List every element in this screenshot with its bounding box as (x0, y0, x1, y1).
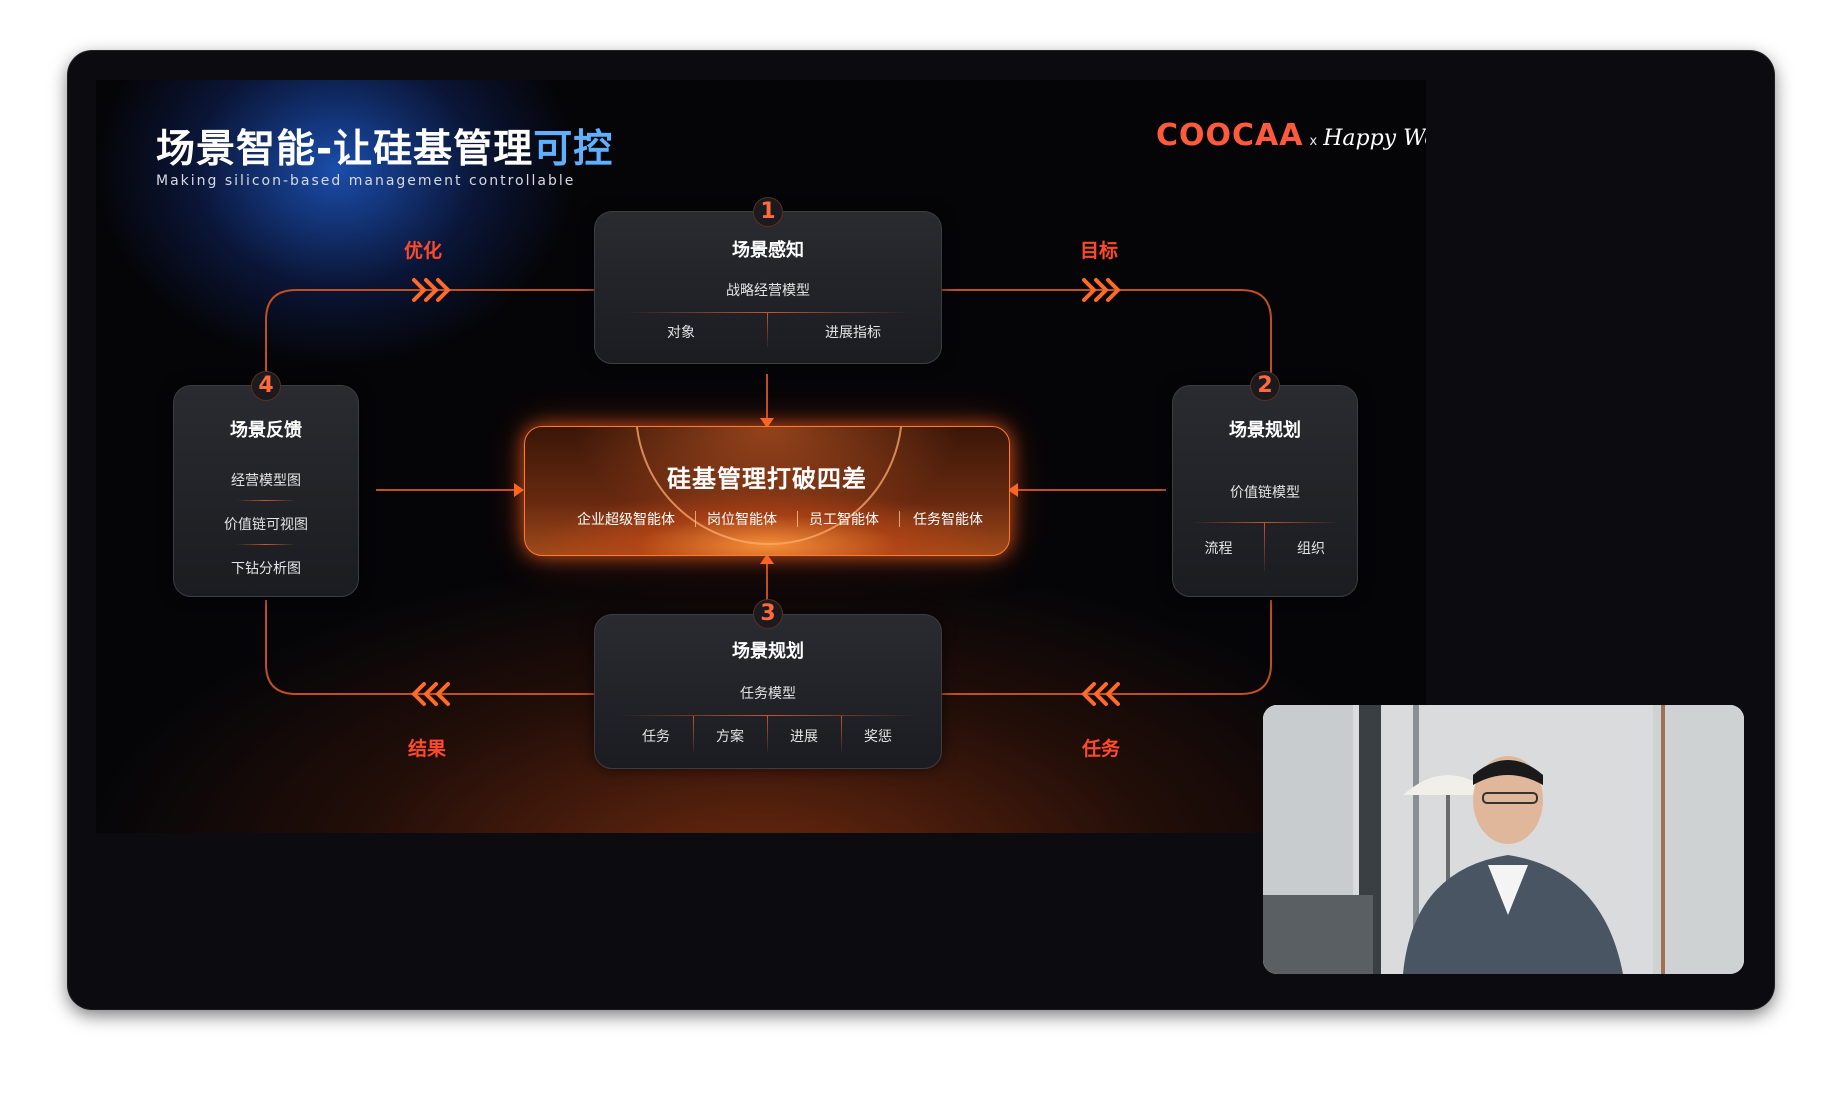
connector-bottom-left (265, 600, 594, 695)
connector-bottom-right (941, 600, 1272, 695)
logo-brand: COOCAA (1156, 118, 1304, 153)
step-number-2: 2 (1250, 371, 1280, 401)
center-title: 硅基管理打破四差 (667, 465, 867, 493)
step-number-1: 1 (753, 197, 783, 227)
card-cell: 奖惩 (864, 729, 892, 745)
presentation-window: 场景智能-让硅基管理可控 Making silicon-based manage… (68, 51, 1774, 1009)
card-cell: 流程 (1204, 541, 1233, 557)
card-item: 下钻分析图 (231, 561, 301, 577)
card-scene-planning-bottom: 场景规划 任务模型 任务 方案 进展 奖惩 (594, 614, 942, 769)
card-title: 场景规划 (1229, 420, 1301, 441)
step-number-3: 3 (753, 599, 783, 629)
tag-target: 目标 (1080, 240, 1119, 262)
card-cell: 组织 (1297, 541, 1325, 557)
card-cell: 任务 (642, 729, 670, 745)
center-item: 任务智能体 (913, 512, 983, 528)
presenter-video[interactable] (1263, 705, 1744, 974)
arrow-left-center (1008, 483, 1018, 497)
card-cell: 进展 (790, 729, 818, 745)
brand-logo: COOCAA x Happy Work (1156, 118, 1426, 153)
divider (693, 716, 694, 752)
divider (767, 313, 768, 347)
slide-subtitle: Making silicon-based management controll… (156, 173, 576, 189)
diagram-connectors (265, 278, 1272, 706)
divider (841, 716, 842, 752)
chevron-right-icon (412, 278, 451, 302)
card-scene-planning-right: 场景规划 价值链模型 流程 组织 (1172, 385, 1358, 597)
card-title: 场景规划 (732, 641, 804, 662)
logo-separator: x (1309, 134, 1318, 149)
center-item: 员工智能体 (809, 512, 879, 528)
center-core-block: 硅基管理打破四差 企业超级智能体 岗位智能体 员工智能体 任务智能体 (524, 426, 1010, 556)
divider (236, 544, 296, 545)
chevron-right-icon (1082, 278, 1121, 302)
presenter-video-frame (1263, 705, 1744, 974)
divider (236, 500, 296, 501)
card-scene-perception: 场景感知 战略经营模型 对象 进展指标 (594, 211, 942, 364)
card-cell: 进展指标 (825, 325, 881, 341)
divider (797, 511, 798, 527)
tag-optimize: 优化 (404, 240, 443, 262)
card-subtitle: 战略经营模型 (726, 283, 810, 299)
center-item: 岗位智能体 (707, 512, 777, 528)
slide-title-highlight: 可控 (533, 127, 614, 172)
logo-partner: Happy Work (1323, 126, 1426, 151)
divider (1264, 523, 1265, 571)
connector-top-left (265, 289, 594, 385)
divider (619, 715, 917, 716)
card-item: 经营模型图 (231, 473, 301, 489)
divider (899, 511, 900, 527)
chevron-left-icon (411, 682, 450, 706)
step-number-4: 4 (251, 371, 281, 401)
card-subtitle: 任务模型 (740, 686, 796, 702)
card-title: 场景反馈 (230, 420, 302, 441)
chevron-left-icon (1081, 682, 1120, 706)
divider (695, 511, 696, 527)
connector-top-right (941, 289, 1272, 385)
center-item: 企业超级智能体 (577, 512, 675, 528)
divider (767, 716, 768, 752)
arrow-right-center (514, 483, 524, 497)
slide-title: 场景智能-让硅基管理可控 (156, 127, 614, 172)
slide: 场景智能-让硅基管理可控 Making silicon-based manage… (96, 80, 1426, 833)
card-subtitle: 价值链模型 (1230, 485, 1300, 501)
card-item: 价值链可视图 (224, 517, 308, 533)
divider (1191, 522, 1339, 523)
card-cell: 方案 (716, 729, 744, 745)
divider (625, 312, 911, 313)
card-cell: 对象 (667, 325, 695, 341)
card-title: 场景感知 (732, 240, 804, 261)
card-scene-feedback: 场景反馈 经营模型图 价值链可视图 下钻分析图 (173, 385, 359, 597)
tag-result: 结果 (408, 738, 447, 760)
arrow-up-center (760, 554, 774, 564)
arrow-down-center (760, 418, 774, 428)
tag-task: 任务 (1082, 738, 1121, 760)
